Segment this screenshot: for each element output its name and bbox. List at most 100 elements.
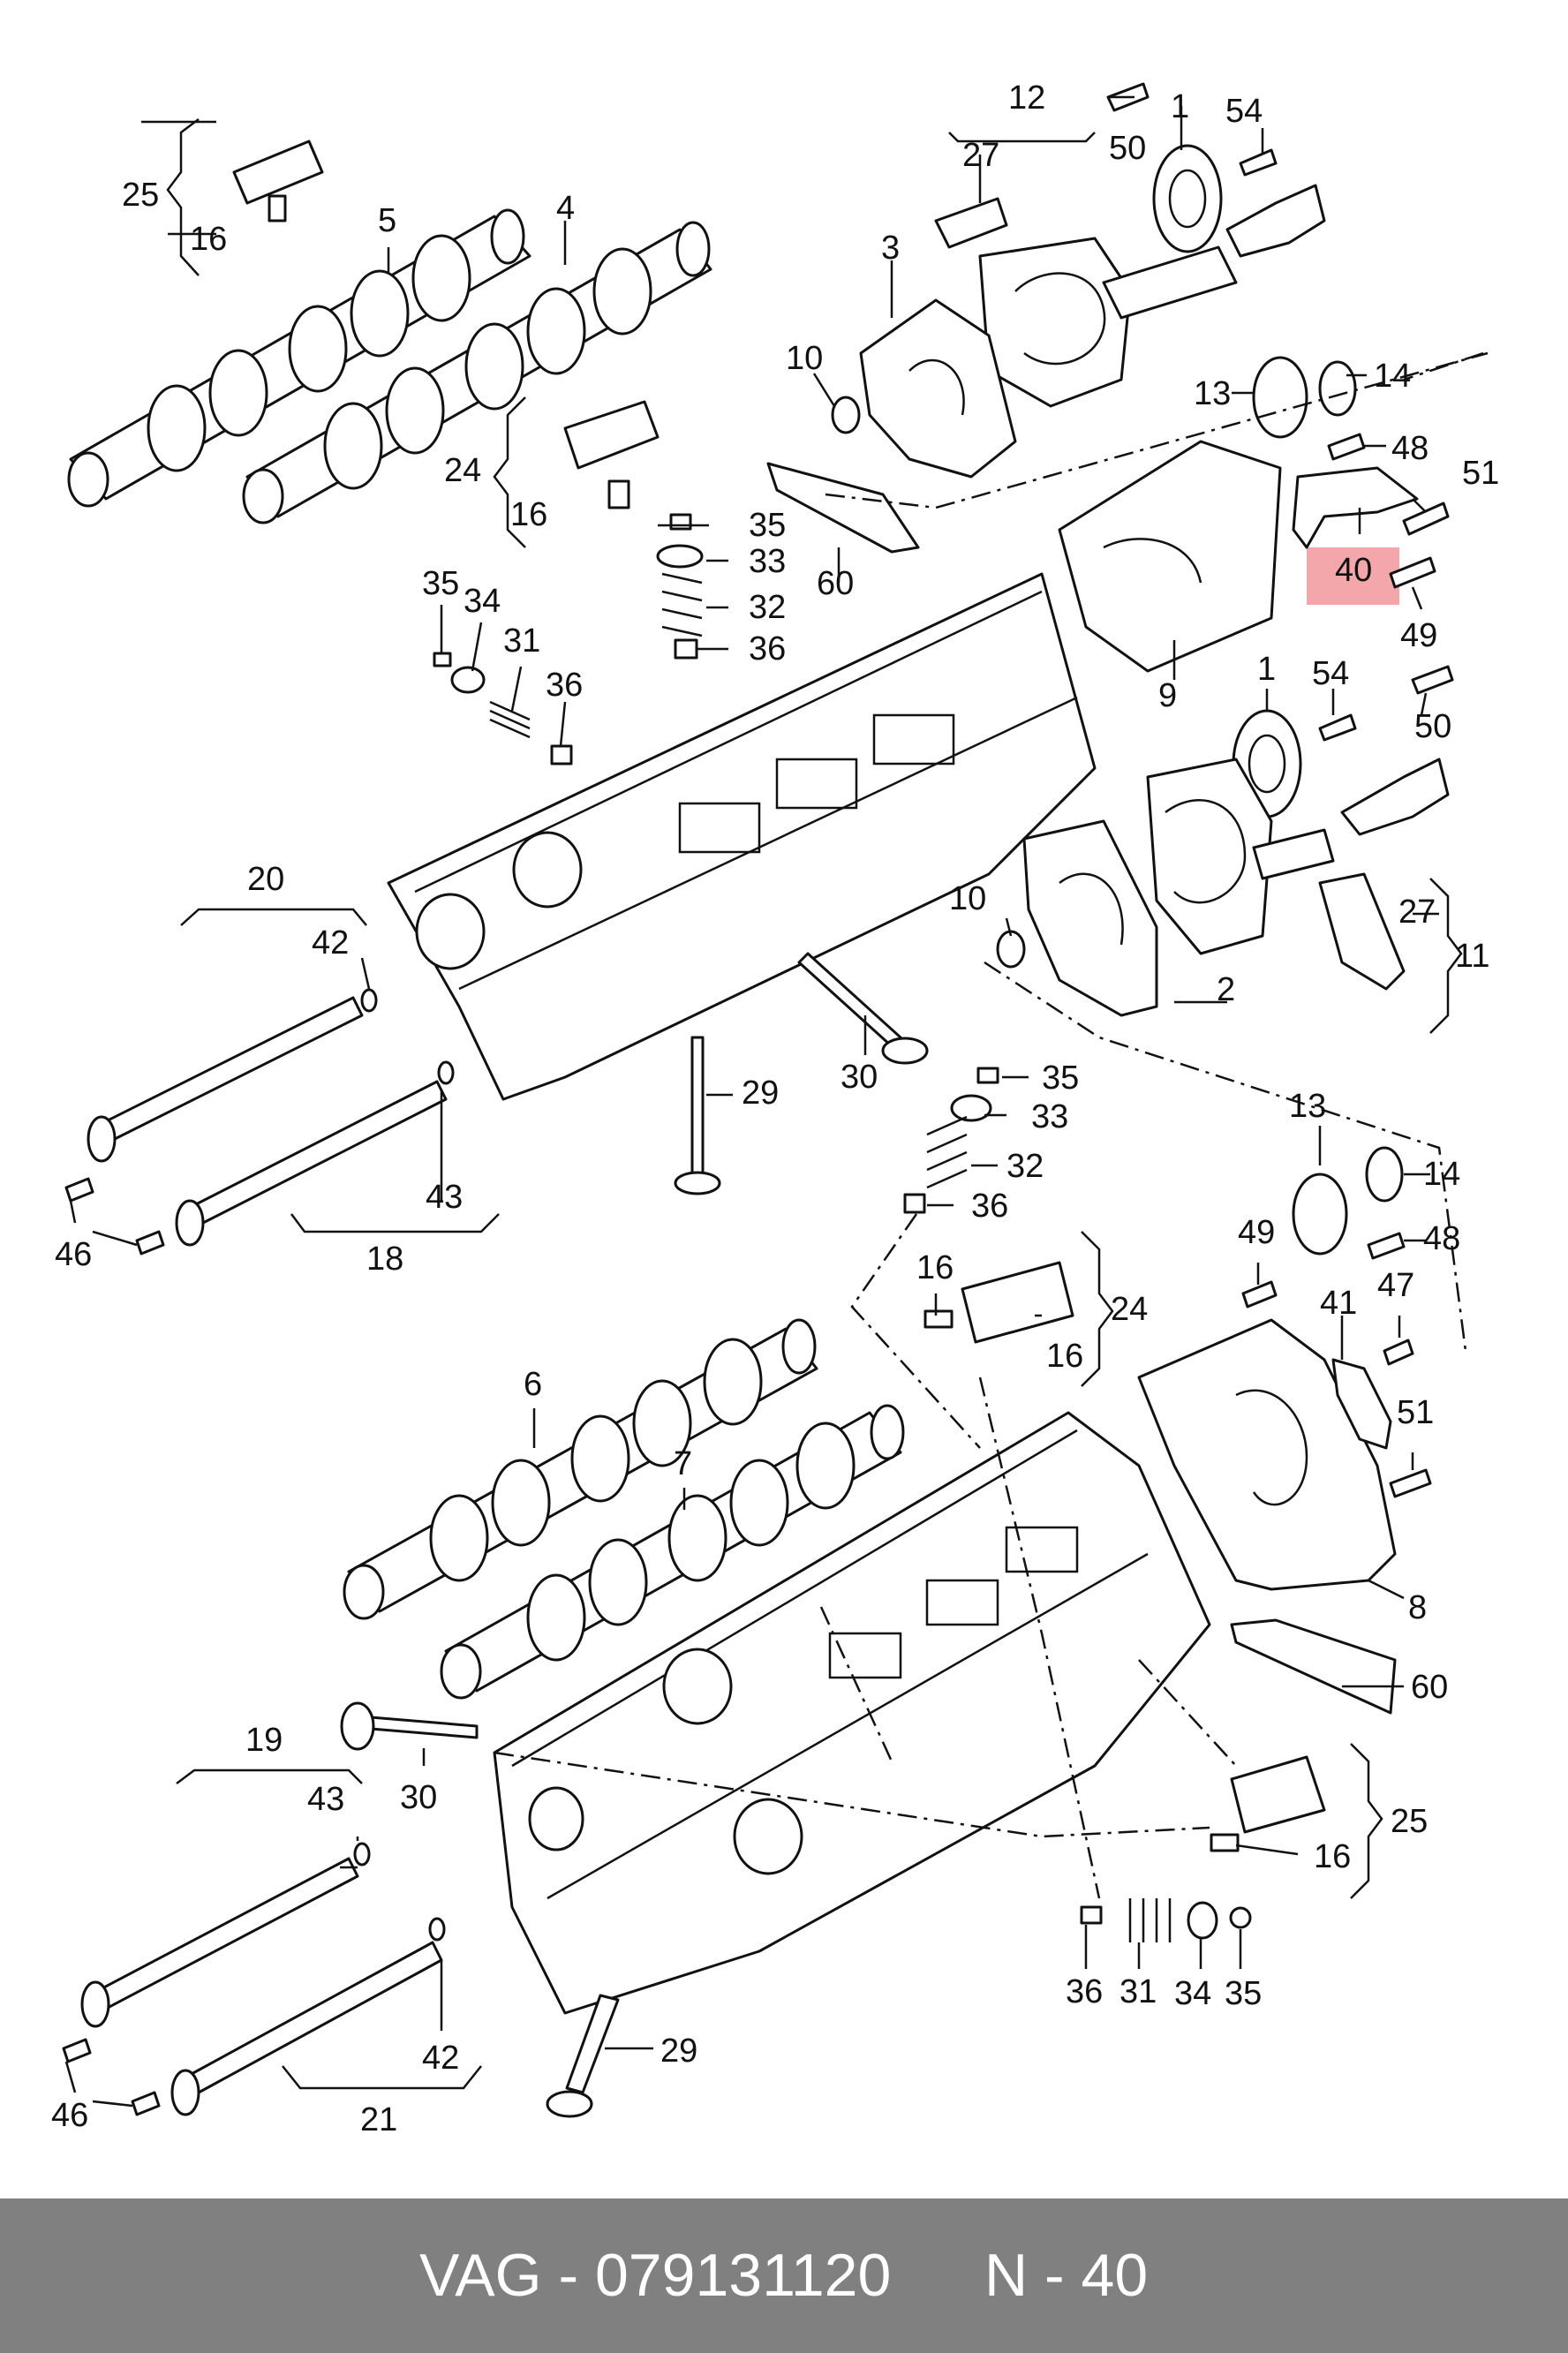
valve-29-lower	[546, 1994, 620, 2118]
camshaft-6	[343, 1318, 818, 1620]
callout-13: 13	[1289, 1088, 1326, 1125]
callout-3: 3	[881, 230, 900, 267]
solenoid-24-lower	[923, 1261, 1074, 1344]
callout-6: 6	[524, 1366, 542, 1403]
callout-14: 14	[1423, 1156, 1460, 1193]
callout-60: 60	[817, 565, 854, 602]
callout-50: 50	[1414, 708, 1451, 745]
valve-30-lower	[340, 1701, 479, 1751]
bolt-47	[1383, 1339, 1414, 1366]
callout-16: 16	[190, 221, 227, 258]
callout-48: 48	[1423, 1220, 1460, 1257]
callout-60: 60	[1411, 1669, 1448, 1706]
bolt-54-mid	[1318, 713, 1357, 742]
callout-54: 54	[1312, 655, 1349, 692]
seal-14-upper	[1318, 360, 1357, 417]
bolt-46-upper	[64, 1177, 165, 1256]
gasket-13-lower	[1292, 1173, 1348, 1256]
bolt-54-upper	[1239, 148, 1278, 177]
camshaft-5	[67, 208, 531, 508]
callout-35: 35	[1042, 1060, 1079, 1097]
callout-25: 25	[1391, 1803, 1428, 1840]
solenoid-25-upper	[232, 140, 324, 222]
callout-18: 18	[366, 1241, 403, 1278]
callout-25: 25	[122, 177, 159, 214]
callout-43: 43	[307, 1781, 344, 1818]
oil-duct-18	[175, 1060, 455, 1247]
callout-36: 36	[1066, 1973, 1103, 2010]
callout-24: 24	[444, 452, 481, 489]
callout-14: 14	[1374, 358, 1411, 395]
callout-2: 2	[1217, 971, 1235, 1008]
callout-36: 36	[749, 630, 786, 667]
callout-33: 33	[749, 543, 786, 580]
callout-41: 41	[1320, 1285, 1357, 1322]
callout-34: 34	[1174, 1975, 1211, 2012]
camshaft-adjuster-11	[1146, 758, 1335, 955]
callout-5: 5	[378, 202, 396, 239]
callout-50: 50	[1109, 130, 1146, 167]
sprocket-1-upper	[1152, 144, 1223, 253]
solenoid-24-upper	[563, 400, 660, 509]
callout-32: 32	[749, 589, 786, 626]
solenoid-25-lower	[1210, 1755, 1326, 1852]
callout-33: 33	[1031, 1098, 1068, 1135]
callout-13: 13	[1194, 375, 1231, 412]
cylinder-head-lower	[493, 1411, 1211, 2015]
callout-46: 46	[51, 2097, 88, 2134]
leader-lines	[64, 95, 1439, 2108]
callout-29: 29	[660, 2032, 697, 2070]
callout-48: 48	[1391, 430, 1429, 467]
callout-1: 1	[1257, 651, 1276, 688]
cover-8	[1137, 1318, 1397, 1591]
bolt-51-upper	[1402, 502, 1450, 536]
callout-29: 29	[742, 1075, 779, 1112]
camshaft-4	[242, 221, 712, 524]
callout-35: 35	[1225, 1975, 1262, 2012]
callout-20: 20	[247, 861, 284, 898]
valve-30-upper	[797, 952, 929, 1065]
callout-1: 1	[1171, 88, 1189, 125]
callout-4: 4	[556, 190, 575, 227]
callout-30: 30	[841, 1059, 878, 1096]
housing-9	[1058, 440, 1282, 673]
footer-bar: VAG - 079131120 N - 40	[0, 2198, 1568, 2353]
part-number: VAG - 079131120	[419, 2242, 892, 2309]
callout-36: 36	[546, 667, 583, 704]
camshaft-adjuster-12	[978, 237, 1238, 408]
oil-duct-20	[87, 988, 378, 1163]
callout-30: 30	[400, 1779, 437, 1816]
callout-27: 27	[962, 137, 999, 174]
callout-16: 16	[1314, 1838, 1351, 1875]
sealant-tube-60-lower	[1230, 1618, 1397, 1715]
bolt-46-lower	[62, 2038, 161, 2116]
bolt-49-upper	[1389, 556, 1436, 589]
callout-35: 35	[749, 507, 786, 544]
sensor-mid	[1340, 758, 1450, 836]
valve-train-lower-right	[1080, 1898, 1252, 1942]
callout-47: 47	[1377, 1267, 1414, 1304]
callout-9: 9	[1158, 677, 1177, 714]
callout-34: 34	[464, 583, 501, 620]
callout-16: 16	[1046, 1338, 1083, 1375]
callout-12: 12	[1008, 79, 1045, 117]
bolt-48-upper	[1327, 433, 1366, 461]
seal-14-lower	[1365, 1146, 1404, 1203]
callout-24: 24	[1111, 1291, 1148, 1328]
callout-35: 35	[422, 565, 459, 602]
highlight-marker	[1307, 547, 1399, 605]
bolt-50-mid	[1411, 665, 1454, 695]
bolt-48-lower	[1367, 1232, 1406, 1260]
cover-2	[1022, 819, 1158, 1017]
gasket-13-upper	[1252, 356, 1308, 439]
callout-31: 31	[1119, 1973, 1157, 2010]
callout-51: 51	[1397, 1394, 1434, 1431]
sensor-upper	[1225, 184, 1326, 258]
seal-10-upper	[831, 396, 861, 434]
callout-49: 49	[1400, 617, 1437, 654]
callout-27: 27	[1398, 894, 1436, 931]
guide-27-mid	[1318, 872, 1406, 991]
callout-51: 51	[1462, 455, 1499, 492]
callout-7: 7	[674, 1445, 692, 1482]
brackets	[166, 118, 1463, 2090]
